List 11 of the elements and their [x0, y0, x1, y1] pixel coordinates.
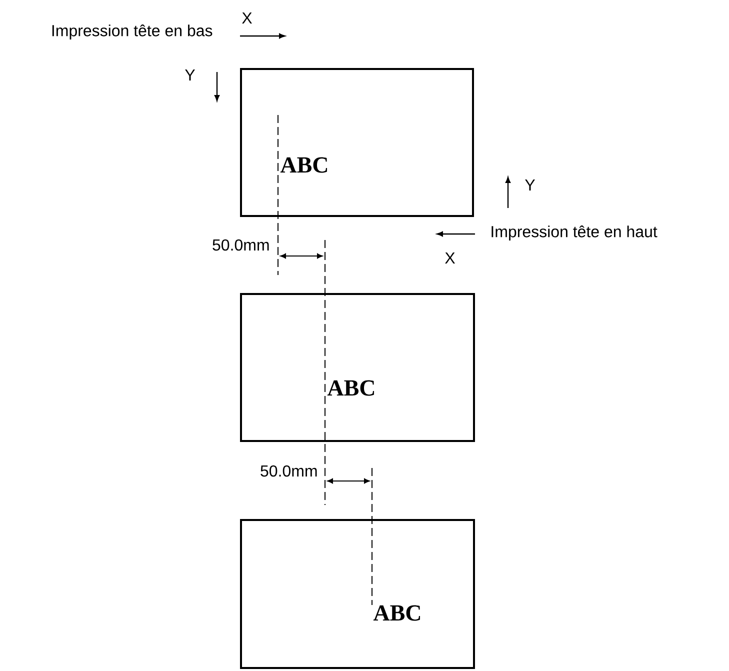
caption-text: Impression tête en haut	[492, 226, 658, 240]
dimension-text: 50.0mm	[260, 465, 317, 477]
label-box: ABC	[240, 68, 474, 217]
axis-letter: Y	[525, 180, 535, 190]
label-box: ABC	[240, 519, 475, 669]
label-box: ABC	[240, 293, 475, 442]
dimension-text: 50.0mm	[212, 239, 269, 251]
axis-letter: X	[445, 252, 455, 264]
caption-text: Impression tête en bas	[52, 24, 212, 40]
axis-letter: Y	[185, 70, 195, 80]
axis-letter: X	[242, 12, 252, 24]
